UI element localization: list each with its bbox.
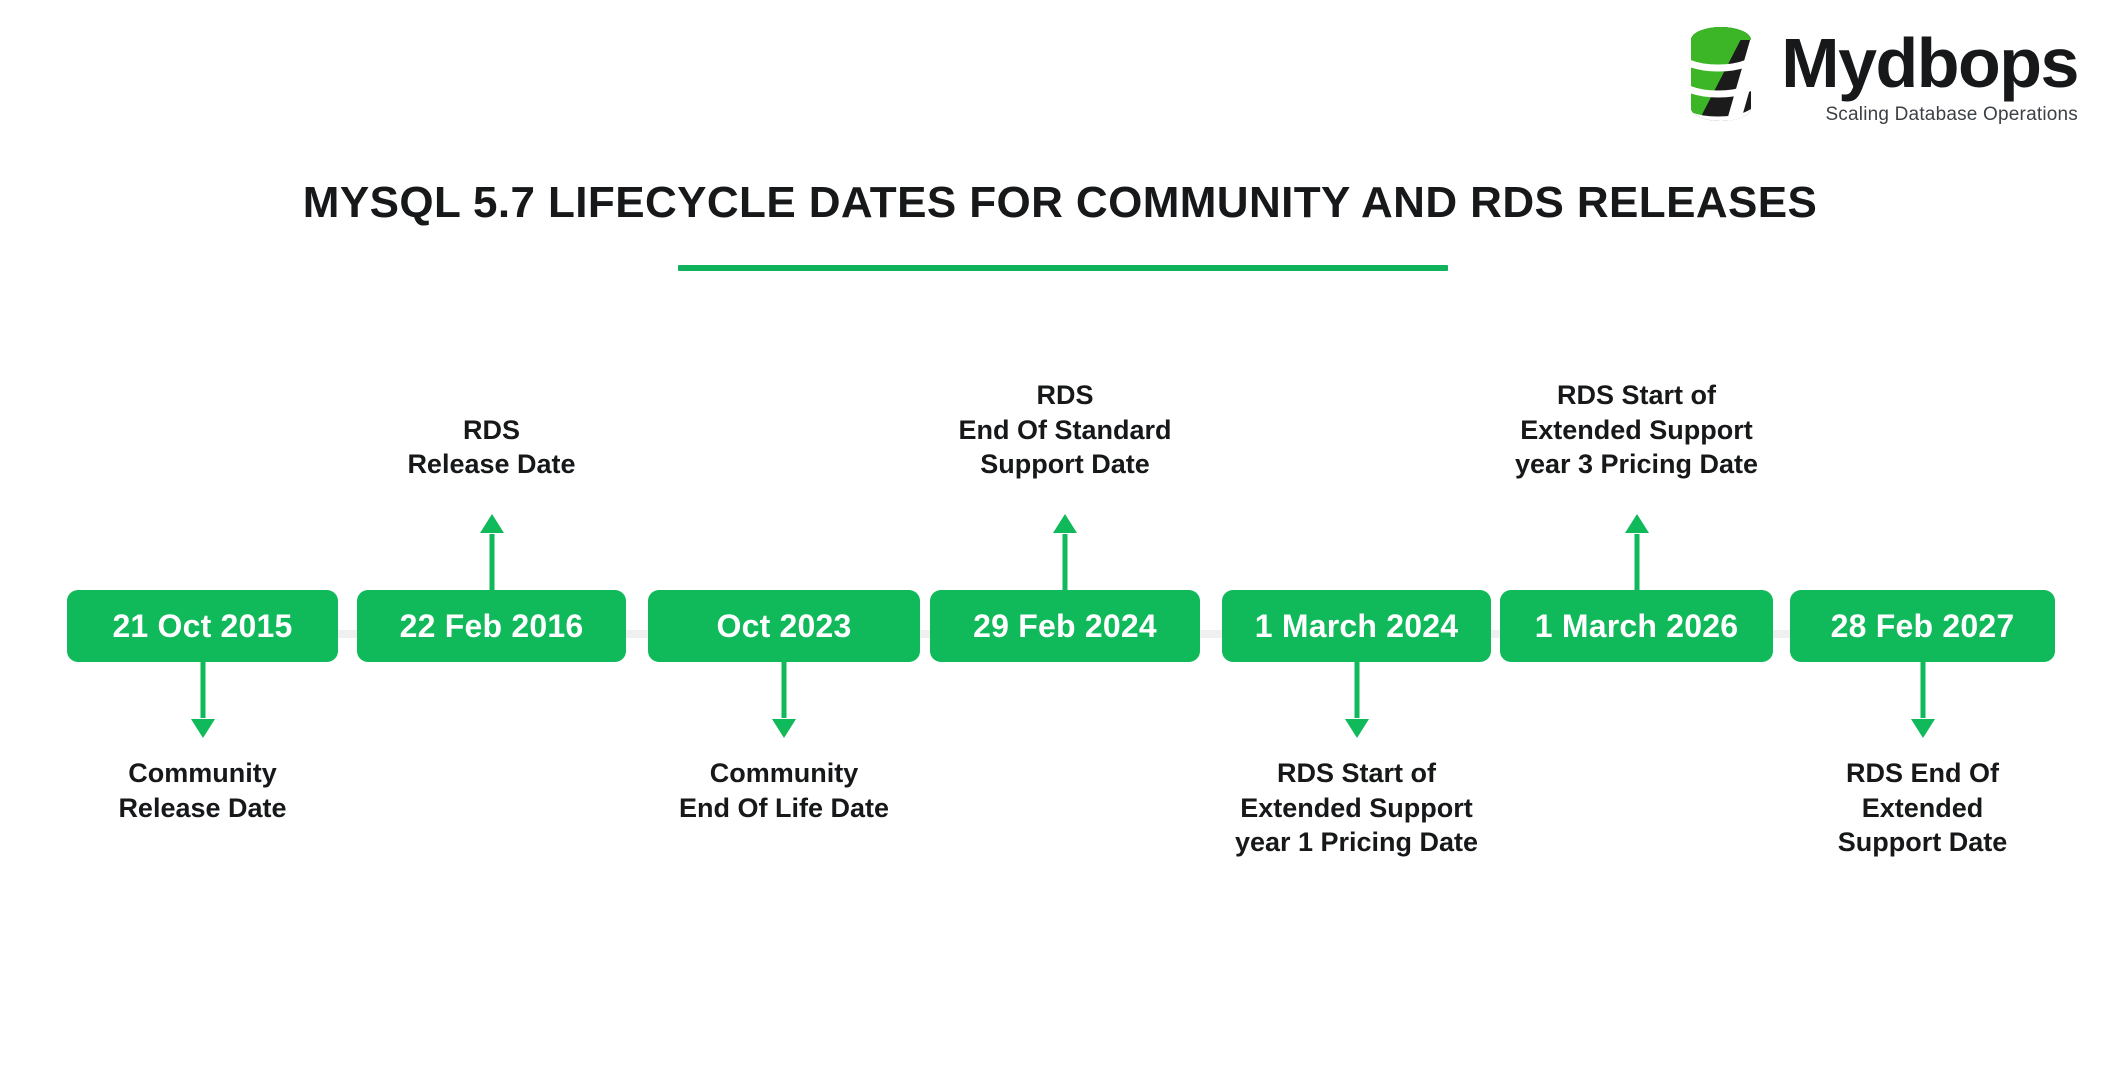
arrow-down-icon xyxy=(1344,662,1369,738)
milestone-date-pill[interactable]: 29 Feb 2024 xyxy=(930,590,1200,662)
milestone-label-line: RDS Start of xyxy=(1556,380,1716,411)
brand-logo: Mydbops Scaling Database Operations xyxy=(1683,22,2079,126)
arrow-down-icon xyxy=(1910,662,1935,738)
title-underline xyxy=(678,265,1448,271)
milestone-label-line: Support Date xyxy=(980,449,1150,480)
milestone-label-line: year 1 Pricing Date xyxy=(1234,827,1479,858)
milestone-label-line: RDS Start of xyxy=(1276,758,1436,788)
arrow-down-icon xyxy=(772,662,796,738)
milestone-label-line: year 3 Pricing Date xyxy=(1514,449,1759,480)
milestone-label-line: Extended Support xyxy=(1520,414,1753,445)
database-cylinder-icon xyxy=(1691,27,1752,121)
milestone-date-pill[interactable]: 1 March 2024 xyxy=(1222,590,1491,662)
brand-tagline: Scaling Database Operations xyxy=(1825,104,2078,125)
timeline-milestone: RDS Release Date 22 Feb 2016 xyxy=(357,0,626,1080)
brand-wordmark: Mydbops xyxy=(1781,24,2079,102)
milestone-label-line: Release Date xyxy=(118,792,287,823)
milestone-label-line: Community xyxy=(128,758,277,788)
arrow-down-icon xyxy=(190,662,215,738)
milestone-label-line: Extended Support xyxy=(1240,792,1473,823)
milestone-label-line: RDS xyxy=(1036,380,1094,411)
milestone-date-pill[interactable]: 1 March 2026 xyxy=(1500,590,1773,662)
milestone-label-line: End Of Life Date xyxy=(678,792,889,823)
milestone-date-pill[interactable]: 21 Oct 2015 xyxy=(67,590,338,662)
arrow-up-icon xyxy=(1624,514,1649,590)
arrow-up-icon xyxy=(479,514,504,590)
milestone-label-line: End Of Standard xyxy=(958,414,1172,445)
milestone-date-pill[interactable]: 22 Feb 2016 xyxy=(357,590,626,662)
arrow-up-icon xyxy=(1053,514,1077,590)
milestone-label-line: RDS xyxy=(462,414,520,445)
milestone-label-line: Extended xyxy=(1861,792,1984,823)
milestone-date-pill[interactable]: 28 Feb 2027 xyxy=(1790,590,2055,662)
timeline-milestone: RDS Start of Extended Support year 1 Prici… xyxy=(1222,0,1491,1080)
milestone-label: RDS Release Date xyxy=(282,413,702,482)
milestone-label-line: Release Date xyxy=(407,449,576,480)
milestone-label-line: RDS End Of xyxy=(1846,758,1999,788)
milestone-label: RDS Start of Extended Support year 1 Prici… xyxy=(1147,756,1567,860)
milestone-label-line: Community xyxy=(709,758,859,788)
milestone-label-line: Support Date xyxy=(1837,827,2008,858)
milestone-date-pill[interactable]: Oct 2023 xyxy=(648,590,920,662)
page-title: MYSQL 5.7 LIFECYCLE DATES FOR COMMUNITY … xyxy=(302,178,1818,227)
